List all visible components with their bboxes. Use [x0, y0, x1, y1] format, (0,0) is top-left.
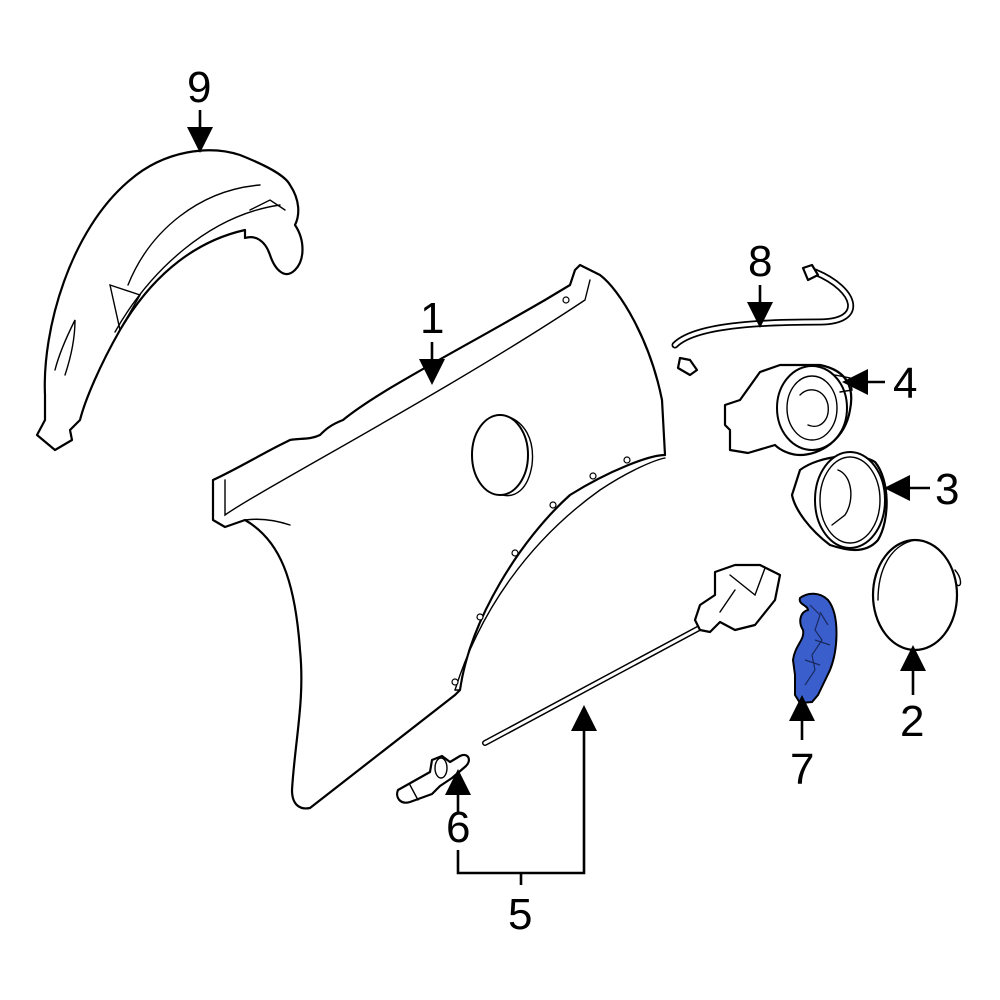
part-4-filler-housing[interactable]	[723, 363, 853, 457]
part-5-release-cable[interactable]	[482, 563, 782, 746]
part-2-fuel-door[interactable]	[871, 538, 962, 652]
part-9-wheelhouse-liner[interactable]	[35, 149, 304, 452]
callout-6: 6	[446, 803, 471, 852]
part-7-hinge-highlighted[interactable]	[791, 592, 838, 705]
part-8-filler-hose[interactable]	[671, 263, 854, 377]
callout-1: 1	[420, 294, 445, 343]
callout-7: 7	[790, 745, 815, 794]
callout-9: 9	[187, 63, 212, 112]
bracket-5	[456, 705, 597, 885]
part-6-cable-end[interactable]	[396, 753, 470, 804]
callout-2: 2	[900, 697, 925, 746]
callout-3: 3	[935, 465, 960, 514]
callout-8: 8	[748, 237, 773, 286]
callout-4: 4	[893, 359, 918, 408]
callout-5: 5	[508, 890, 533, 939]
part-3-filler-pocket[interactable]	[790, 451, 888, 552]
part-1-quarter-panel[interactable]	[211, 263, 667, 810]
